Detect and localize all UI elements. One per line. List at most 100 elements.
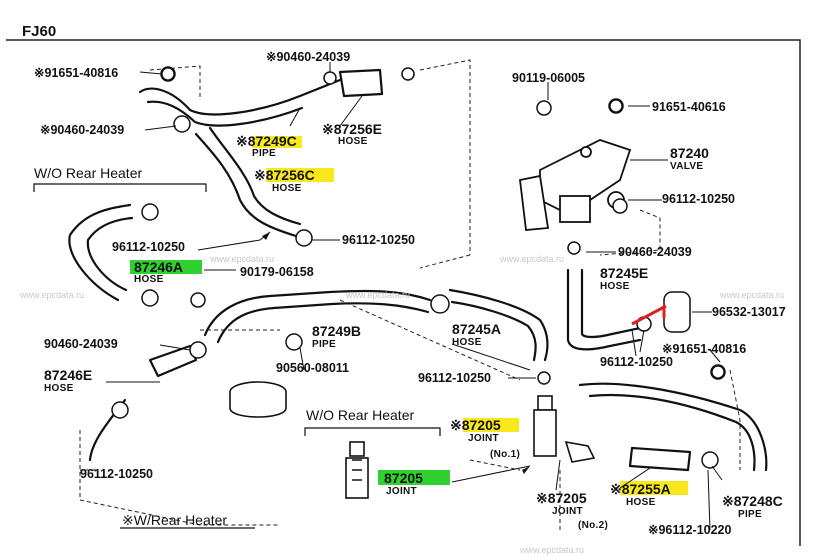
part-prefix: ※ [610,481,622,497]
part-87205-no2[interactable]: ※87205 [536,490,587,506]
part-type: JOINT [468,433,499,444]
watermark: www.epcdata.ru [500,254,565,264]
watermark: www.epcdata.ru [210,254,275,264]
clamp [141,203,159,221]
part-87246A[interactable]: 87246A [134,259,184,275]
watermark: www.epcdata.ru [20,290,85,300]
part-91651-40816-top[interactable]: ※91651-40816 [34,66,119,80]
clamp [537,371,551,385]
leader [555,459,561,491]
part-96112-10250-right[interactable]: 96112-10250 [662,192,735,206]
part-type: HOSE [134,274,164,285]
part-96112-10250-right2[interactable]: 96112-10250 [600,355,673,369]
part-number: 87249C [247,133,297,149]
hose-87245E [566,268,642,351]
bracket-wo-rear-heater-bottom [304,427,441,436]
b-marker-icon [711,365,725,379]
part-96112-10250-mid[interactable]: 96112-10250 [342,233,415,247]
part-87205-no1[interactable]: ※87205 [450,418,501,432]
hose-87256C-inner [208,126,302,226]
bracket-wo-rear-heater-left [33,183,207,192]
part-87249C[interactable]: ※87249C [236,134,297,148]
part-87249B[interactable]: 87249B [312,323,362,339]
part-96112-10250-leftupper[interactable]: 96112-10250 [112,240,185,254]
clamp [536,100,552,116]
part-90460-24039-mid[interactable]: 90460-24039 [618,245,692,259]
clamp [430,294,450,314]
hose-87246A-inner [86,216,134,292]
clamp [173,115,191,133]
dashed-outline-right [419,209,661,269]
part-prefix: ※ [254,167,266,183]
part-87256C[interactable]: ※87256C [254,168,315,182]
part-90119-06005[interactable]: 90119-06005 [512,71,585,85]
clamp [295,229,313,247]
part-96112-10250-bottommid[interactable]: 96112-10250 [418,371,491,385]
part-87248C[interactable]: ※87248C [722,493,783,509]
part-type: HOSE [272,183,302,194]
part-96112-10250-bottomleft[interactable]: 96112-10250 [80,467,153,481]
part-type: PIPE [252,148,276,159]
leader [709,349,721,363]
dashed-outline-top [149,59,471,255]
clamp [189,341,207,359]
part-90460-24039-top[interactable]: ※90460-24039 [266,50,351,64]
part-90460-24039-left2[interactable]: 90460-24039 [44,337,118,351]
leader [711,465,723,481]
part-91651-40816-right[interactable]: ※91651-40816 [662,342,747,356]
part-87205-green[interactable]: 87205 [384,470,423,486]
part-type: JOINT [552,506,583,517]
part-87256E[interactable]: ※87256E [322,121,382,137]
part-type: HOSE [600,281,630,292]
part-note: (No.2) [578,520,609,531]
part-type: VALVE [670,161,704,172]
hose-87256C [194,132,298,238]
section-wo-rear-heater-left: W/O Rear Heater [34,165,143,181]
highlight-87255A [620,481,688,495]
clamp [701,451,719,469]
leader [289,107,301,127]
clamp [285,333,303,351]
pipe-87249B-inner [216,302,430,344]
part-87246E[interactable]: 87246E [44,367,93,383]
part-90179-06158[interactable]: 90179-06158 [240,265,314,279]
diagram-frame [6,39,801,546]
joint-87205-green [345,441,369,499]
part-90460-24039-left[interactable]: ※90460-24039 [40,123,125,137]
bracket-96532-13017 [663,291,691,333]
b-marker-icon [161,67,175,81]
section-w-rear-heater: ※W/Rear Heater [122,512,228,528]
section-wo-rear-heater-bottom: W/O Rear Heater [306,407,415,423]
pipe-87249B [203,289,432,337]
part-87245A[interactable]: 87245A [452,321,502,337]
hose-87255A [628,446,692,472]
clamp [567,241,581,255]
leader [639,329,645,353]
arrow-head [262,232,270,240]
part-96112-10220[interactable]: ※96112-10220 [648,523,732,537]
part-87245E[interactable]: 87245E [600,265,649,281]
pipe-87249C-inner [146,100,304,127]
part-number: 87255A [621,481,671,497]
highlight-87205-no1 [463,418,519,432]
leader [451,465,531,483]
hose-87245E-inner [580,268,642,339]
leader [707,469,711,531]
dashed-outline-center [200,299,521,471]
part-87240[interactable]: 87240 [670,145,709,161]
part-96532-13017[interactable]: 96532-13017 [712,305,786,319]
red-marker [631,304,667,326]
part-91651-40616[interactable]: 91651-40616 [652,100,726,114]
part-number: 87205 [461,417,501,433]
valve-87240 [519,139,632,231]
pipe-87249C [138,78,342,116]
clamp [141,289,159,307]
clamp [401,67,415,81]
highlight-87205-green [378,470,450,485]
part-87255A[interactable]: ※87255A [610,482,671,496]
clamp [190,292,206,308]
leader [197,231,271,251]
part-90560-08011[interactable]: 90560-08011 [276,361,349,375]
leader [159,344,191,351]
